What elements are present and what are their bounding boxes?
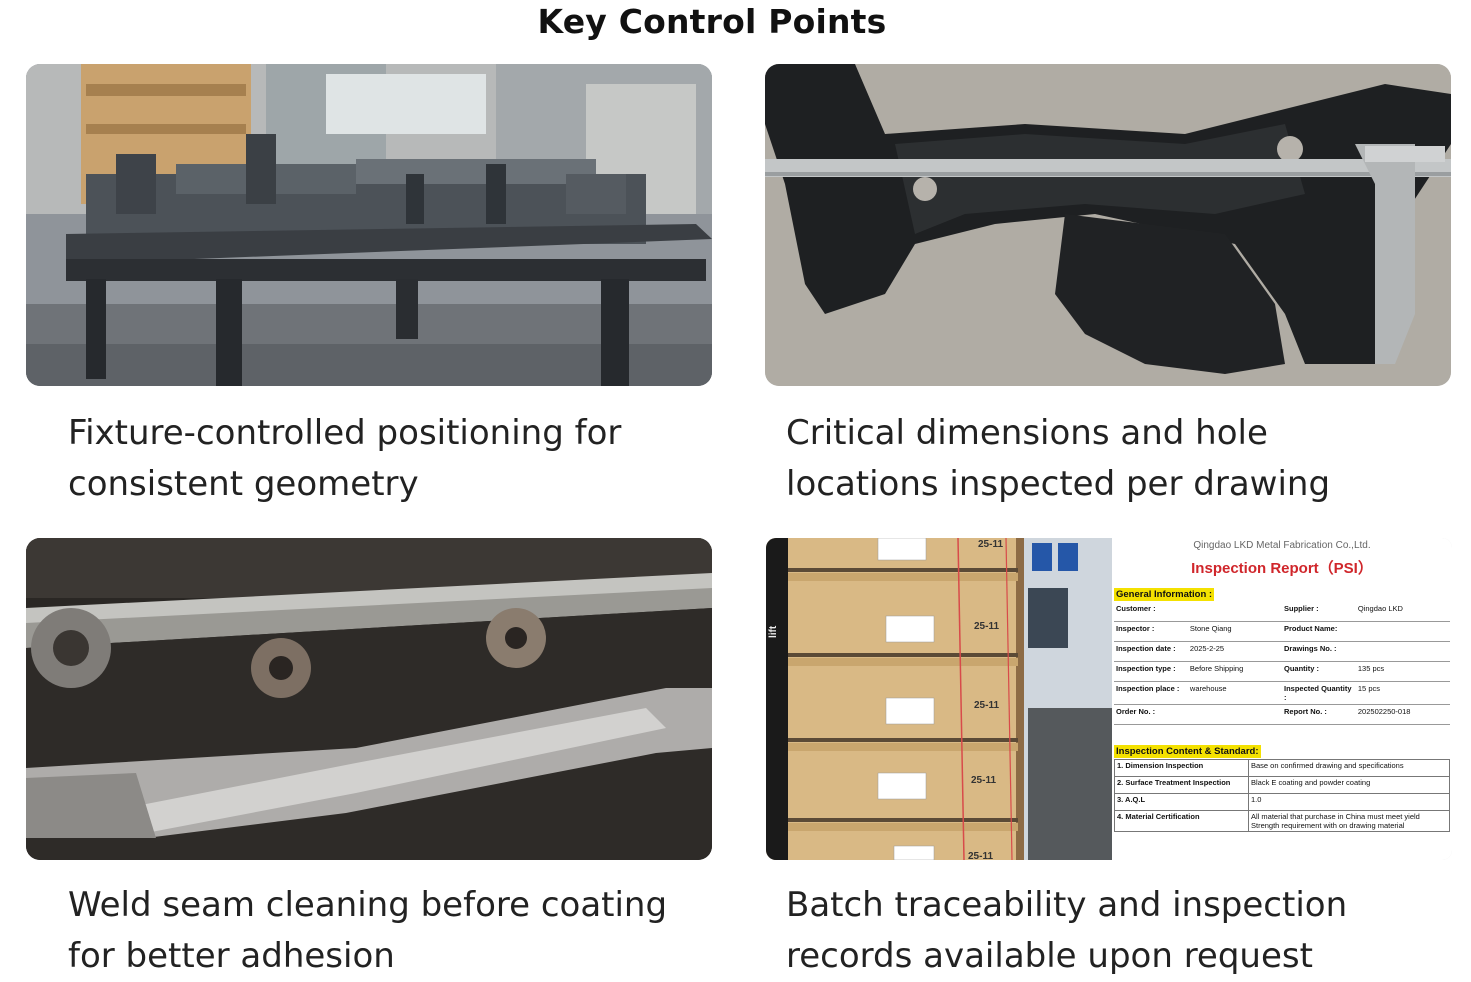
crate-label: 25-11 [971, 775, 996, 786]
field-label: Supplier : [1281, 602, 1356, 622]
content-standard: Black E coating and powder coating [1248, 776, 1450, 794]
field-label: Quantity : [1281, 661, 1356, 682]
crate-label: 25-11 [968, 851, 993, 860]
frame-measurement-photo [765, 64, 1451, 386]
field-label: Customer : [1114, 602, 1188, 622]
fixture-table-photo [26, 64, 712, 386]
field-value [1355, 621, 1450, 642]
content-standard: All material that purchase in China must… [1248, 810, 1450, 832]
field-label: Inspection date : [1114, 641, 1188, 662]
content-item: 3. A.Q.L [1114, 793, 1249, 811]
field-label: Drawings No. : [1281, 641, 1356, 662]
content-item: 1. Dimension Inspection [1114, 759, 1249, 777]
field-label: Inspection type : [1114, 661, 1188, 682]
field-value: 135 pcs [1355, 661, 1450, 682]
content-standard: Base on confirmed drawing and specificat… [1248, 759, 1450, 777]
weld-seam-photo [26, 538, 712, 860]
lift-sign: lift [768, 625, 779, 638]
traceability-photo: 25-11 25-11 25-11 25-11 25-11 lift Qingd… [766, 538, 1452, 860]
content-standard: 1.0 [1248, 793, 1450, 811]
field-label: Inspector : [1114, 621, 1188, 642]
field-value: Before Shipping [1187, 661, 1282, 682]
field-label: Order No. : [1114, 704, 1188, 725]
field-value: Stone Qiang [1187, 621, 1282, 642]
field-value: Qingdao LKD [1355, 602, 1450, 622]
field-label: Report No. : [1281, 704, 1356, 725]
general-info-row: Customer : Supplier :Qingdao LKD [1114, 602, 1450, 622]
field-value [1187, 704, 1282, 725]
field-value: 202502250-018 [1355, 704, 1450, 725]
field-value [1187, 602, 1282, 622]
page-title: Key Control Points [537, 2, 887, 41]
field-label: Product Name: [1281, 621, 1356, 642]
general-info-row: Order No. : Report No. :202502250-018 [1114, 704, 1450, 725]
report-title: Inspection Report（PSI） [1191, 560, 1373, 577]
general-info-heading: General Information : [1114, 588, 1215, 601]
content-item: 4. Material Certification [1114, 810, 1249, 832]
field-label: Inspection place : [1114, 681, 1188, 705]
field-value: 15 pcs [1355, 681, 1450, 705]
field-value [1355, 641, 1450, 662]
field-value: 2025-2-25 [1187, 641, 1282, 662]
crate-label: 25-11 [974, 621, 999, 632]
report-company: Qingdao LKD Metal Fabrication Co.,Ltd. [1193, 540, 1371, 551]
content-heading: Inspection Content & Standard: [1114, 745, 1261, 758]
field-value: warehouse [1187, 681, 1282, 705]
field-label: Inspected Quantity : [1281, 681, 1356, 705]
content-item: 2. Surface Treatment Inspection [1114, 776, 1249, 794]
inspection-report: Qingdao LKD Metal Fabrication Co.,Ltd. I… [1112, 538, 1452, 860]
crate-label: 25-11 [974, 700, 999, 711]
crate-label: 25-11 [978, 539, 1003, 550]
